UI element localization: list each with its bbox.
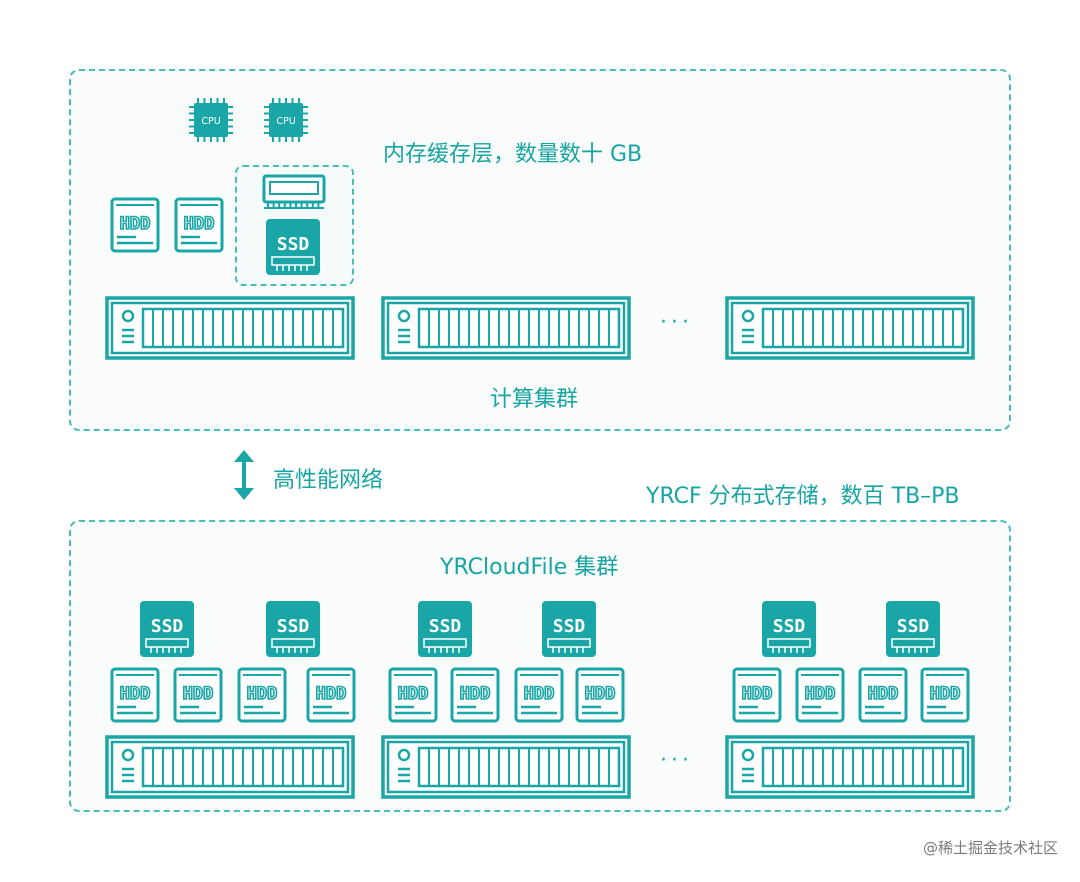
hdd-icon: HDD [920,667,970,723]
svg-text:HDD: HDD [247,684,278,704]
ssd-icon: SSD [762,601,816,657]
ssd-icon: SSD [140,601,194,657]
svg-text:CPU: CPU [276,116,295,127]
ssd-icon: SSD [266,601,320,657]
svg-text:HDD: HDD [120,214,151,234]
server-icon [725,735,975,799]
svg-text:HDD: HDD [460,684,491,704]
svg-text:SSD: SSD [897,616,930,637]
hdd-icon: HDD [110,197,160,253]
svg-text:HDD: HDD [930,684,961,704]
server-icon [105,296,355,360]
hdd-icon: HDD [450,667,500,723]
svg-text:HDD: HDD [316,684,347,704]
compute-cluster-label: 计算集群 [490,387,579,412]
svg-text:HDD: HDD [585,684,616,704]
hdd-icon: HDD [514,667,564,723]
svg-text:HDD: HDD [120,684,151,704]
network-label: 高性能网络 [273,468,384,493]
svg-text:SSD: SSD [151,616,184,637]
hdd-icon: HDD [795,667,845,723]
server-icon [381,735,631,799]
svg-text:HDD: HDD [805,684,836,704]
ram-icon [262,174,326,209]
hdd-icon: HDD [388,667,438,723]
svg-text:SSD: SSD [277,234,310,255]
svg-text:CPU: CPU [201,116,220,127]
hdd-icon: HDD [306,667,356,723]
ellipsis-top: ··· [660,310,693,335]
ssd-icon: SSD [266,219,320,275]
svg-text:HDD: HDD [524,684,555,704]
server-icon [725,296,975,360]
svg-text:HDD: HDD [868,684,899,704]
svg-text:HDD: HDD [742,684,773,704]
hdd-icon: HDD [110,667,160,723]
storage-label: YRCF 分布式存储，数百 TB–PB [646,484,960,509]
cpu-icon: CPU [189,98,233,142]
server-icon [105,735,355,799]
svg-text:HDD: HDD [184,214,215,234]
svg-text:SSD: SSD [277,616,310,637]
ssd-icon: SSD [418,601,472,657]
double-arrow-icon [234,450,254,500]
watermark: @稀土掘金技术社区 [922,839,1058,857]
hdd-icon: HDD [174,197,224,253]
svg-text:SSD: SSD [773,616,806,637]
ssd-icon: SSD [542,601,596,657]
hdd-icon: HDD [575,667,625,723]
svg-text:HDD: HDD [398,684,429,704]
hdd-icon: HDD [858,667,908,723]
hdd-icon: HDD [173,667,223,723]
svg-text:HDD: HDD [183,684,214,704]
hdd-icon: HDD [732,667,782,723]
ellipsis-bottom: ··· [660,748,693,773]
server-icon [381,296,631,360]
svg-text:SSD: SSD [553,616,586,637]
cpu-icon: CPU [264,98,308,142]
ssd-icon: SSD [886,601,940,657]
hdd-icon: HDD [237,667,287,723]
yrcloud-cluster-label: YRCloudFile 集群 [440,555,619,580]
svg-text:SSD: SSD [429,616,462,637]
memory-cache-label: 内存缓存层，数量数十 GB [383,142,643,167]
